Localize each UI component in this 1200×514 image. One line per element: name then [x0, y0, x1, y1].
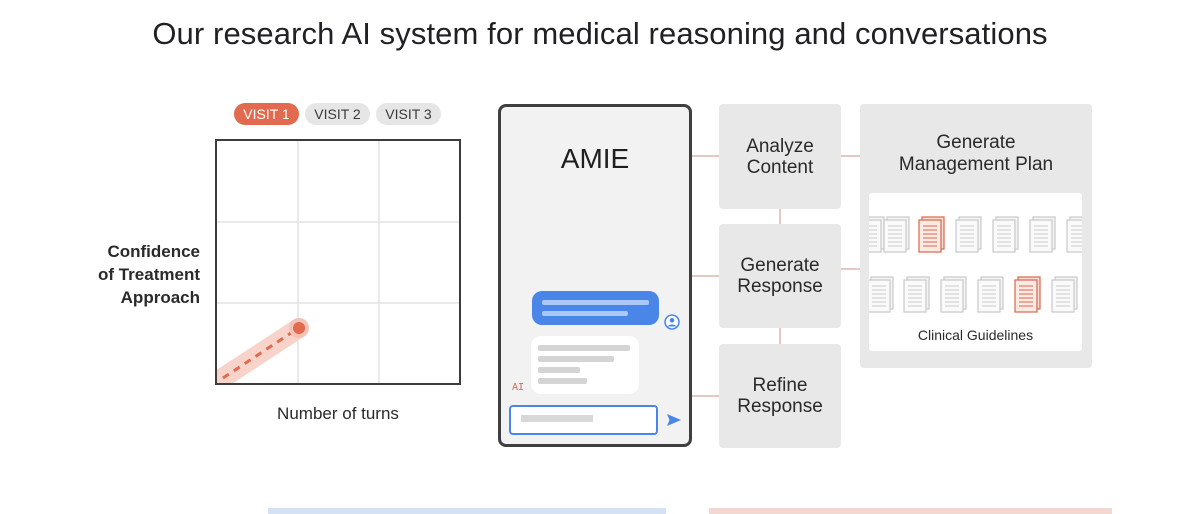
refine-line-1: Refine: [752, 375, 808, 396]
guideline-document-icon: [955, 216, 982, 253]
visit-3-pill[interactable]: VISIT 3: [376, 103, 441, 125]
page-title: Our research AI system for medical reaso…: [152, 16, 1048, 51]
guideline-document-icon: [1029, 216, 1056, 253]
user-avatar-icon: [664, 314, 680, 330]
analyze-line-2: Content: [746, 156, 814, 178]
chart-svg: [217, 141, 459, 383]
y-label-line-1: Confidence: [107, 242, 200, 261]
guideline-document-icon: [940, 276, 967, 313]
user-message-line: [542, 300, 649, 305]
refine-line-2: Response: [737, 396, 823, 417]
connector-phone-analyze: [692, 155, 719, 157]
generate-response-step: Generate Response: [719, 224, 841, 328]
confidence-point: [293, 322, 305, 334]
analyze-content-step: Analyze Content: [719, 104, 841, 209]
guideline-document-highlighted-icon: [918, 216, 945, 253]
user-message-bubble: [532, 291, 659, 325]
generate-line-2: Response: [737, 276, 823, 297]
ai-tag: AI: [512, 382, 525, 393]
ai-message-line: [538, 367, 580, 373]
ai-message-line: [538, 345, 630, 351]
ai-message-line: [538, 378, 587, 384]
connector-phone-generate: [692, 275, 719, 277]
guideline-document-icon: [903, 276, 930, 313]
chart-x-label: Number of turns: [277, 404, 399, 423]
connector-generate-plan: [841, 268, 860, 270]
confidence-chart: [215, 139, 461, 385]
amie-title: AMIE: [560, 143, 630, 174]
guideline-document-icon: [1051, 276, 1078, 313]
generate-line-1: Generate: [740, 255, 820, 276]
guideline-document-icon: [869, 276, 894, 313]
clinical-guidelines-label: Clinical Guidelines: [917, 327, 1034, 343]
send-icon[interactable]: [666, 413, 682, 427]
connector-phone-refine: [692, 395, 719, 397]
y-label-line-2: of Treatment: [97, 265, 200, 284]
guideline-document-icon: [977, 276, 1004, 313]
ai-message-bubble: [531, 336, 639, 394]
guideline-document-icon: [1066, 216, 1082, 253]
confidence-trend-line: [222, 327, 298, 380]
connector-generate-refine: [779, 328, 781, 344]
plan-title-line-2: Management Plan: [898, 154, 1054, 175]
bottom-red-bar: [709, 508, 1112, 514]
chat-input-field[interactable]: [509, 405, 658, 435]
plan-title-line-1: Generate: [936, 132, 1016, 153]
connector-analyze-generate: [779, 209, 781, 224]
management-plan-title: Generate Management Plan: [860, 132, 1092, 176]
refine-response-step: Refine Response: [719, 344, 841, 448]
guideline-document-icon: [883, 216, 910, 253]
bottom-blue-bar: [268, 508, 666, 514]
y-label-line-3: Approach: [120, 288, 200, 307]
chart-y-label: Confidence of Treatment Approach: [60, 240, 200, 309]
analyze-line-1: Analyze: [746, 135, 814, 157]
visit-1-pill[interactable]: VISIT 1: [234, 103, 299, 125]
user-message-line: [542, 311, 628, 316]
clinical-guidelines-box: [869, 193, 1082, 351]
visit-2-pill[interactable]: VISIT 2: [305, 103, 370, 125]
ai-message-line: [538, 356, 614, 362]
input-placeholder-line: [521, 415, 593, 422]
guideline-document-highlighted-icon: [1014, 276, 1041, 313]
connector-analyze-plan: [841, 155, 860, 157]
guideline-document-icon: [992, 216, 1019, 253]
